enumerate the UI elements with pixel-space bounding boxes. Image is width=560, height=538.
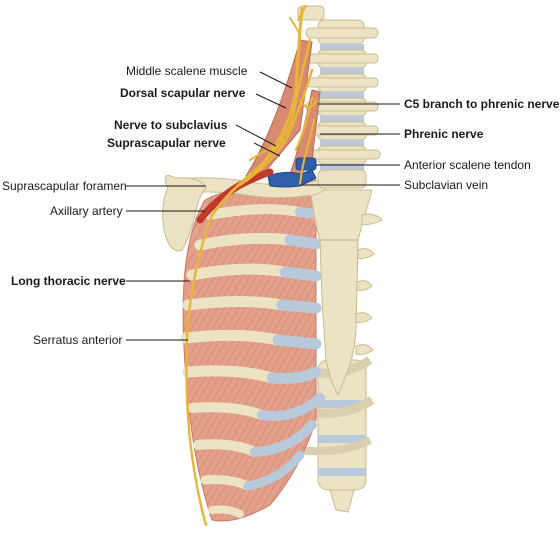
- leader-lines: [126, 71, 400, 341]
- label-long-thoracic-nerve: Long thoracic nerve: [11, 274, 126, 288]
- label-phrenic-nerve: Phrenic nerve: [404, 127, 484, 141]
- label-c5-branch-to-phrenic-nerve: C5 branch to phrenic nerve: [404, 97, 560, 111]
- lumbar-spine: [317, 359, 367, 513]
- label-serratus-anterior: Serratus anterior: [33, 333, 123, 347]
- sternum: [309, 189, 373, 397]
- anterior-ribs: [180, 204, 325, 518]
- subclavian-vein: [267, 169, 317, 188]
- label-nerve-to-subclavius: Nerve to subclavius: [114, 118, 228, 132]
- label-axillary-artery: Axillary artery: [50, 204, 123, 218]
- scapula: [162, 175, 207, 252]
- serratus-anterior-muscle: [182, 179, 317, 522]
- right-side-rib-stubs: [355, 213, 383, 355]
- label-suprascapular-foramen: Suprascapular foramen: [2, 179, 127, 193]
- label-subclavian-vein: Subclavian vein: [404, 178, 489, 192]
- label-anterior-scalene-tendon: Anterior scalene tendon: [404, 158, 531, 172]
- nerves: [185, 5, 317, 527]
- label-suprascapular-nerve: Suprascapular nerve: [107, 136, 226, 150]
- label-middle-scalene-muscle: Middle scalene muscle: [126, 64, 248, 78]
- label-dorsal-scapular-nerve: Dorsal scapular nerve: [120, 86, 246, 100]
